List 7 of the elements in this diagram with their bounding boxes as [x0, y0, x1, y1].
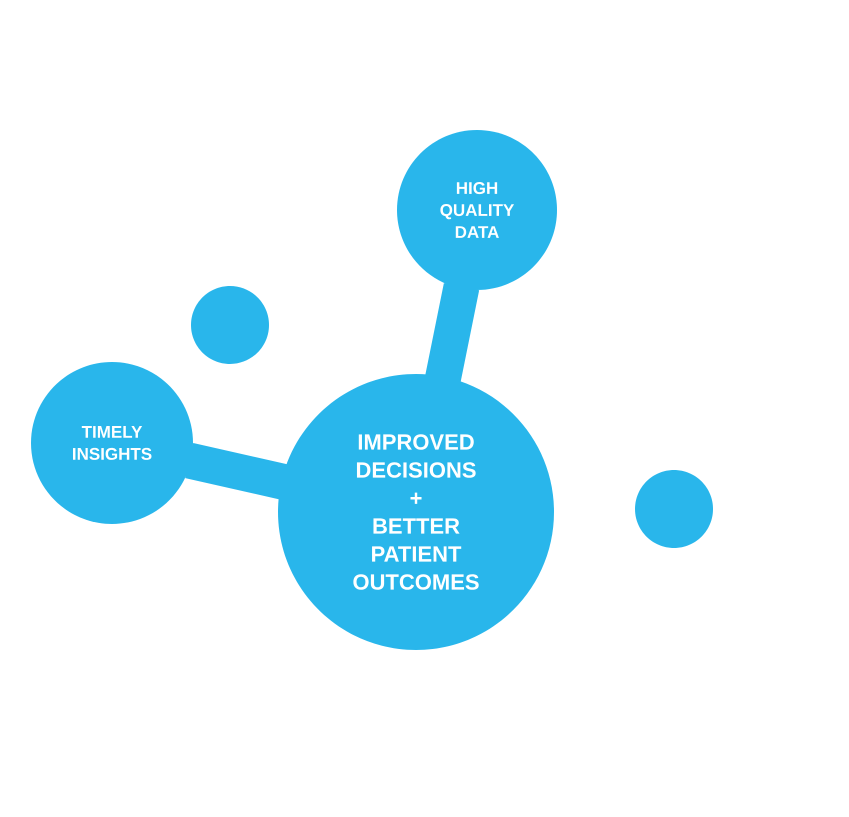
- bubble: HIGH QUALITY DATA: [397, 130, 557, 290]
- connector-band: [185, 442, 288, 500]
- circle: [191, 286, 269, 364]
- bubble: IMPROVED DECISIONS + BETTER PATIENT OUTCOMES: [278, 374, 554, 650]
- circle: [635, 470, 713, 548]
- connector-band: [425, 283, 480, 382]
- bubble: TIMELY INSIGHTS: [31, 362, 193, 524]
